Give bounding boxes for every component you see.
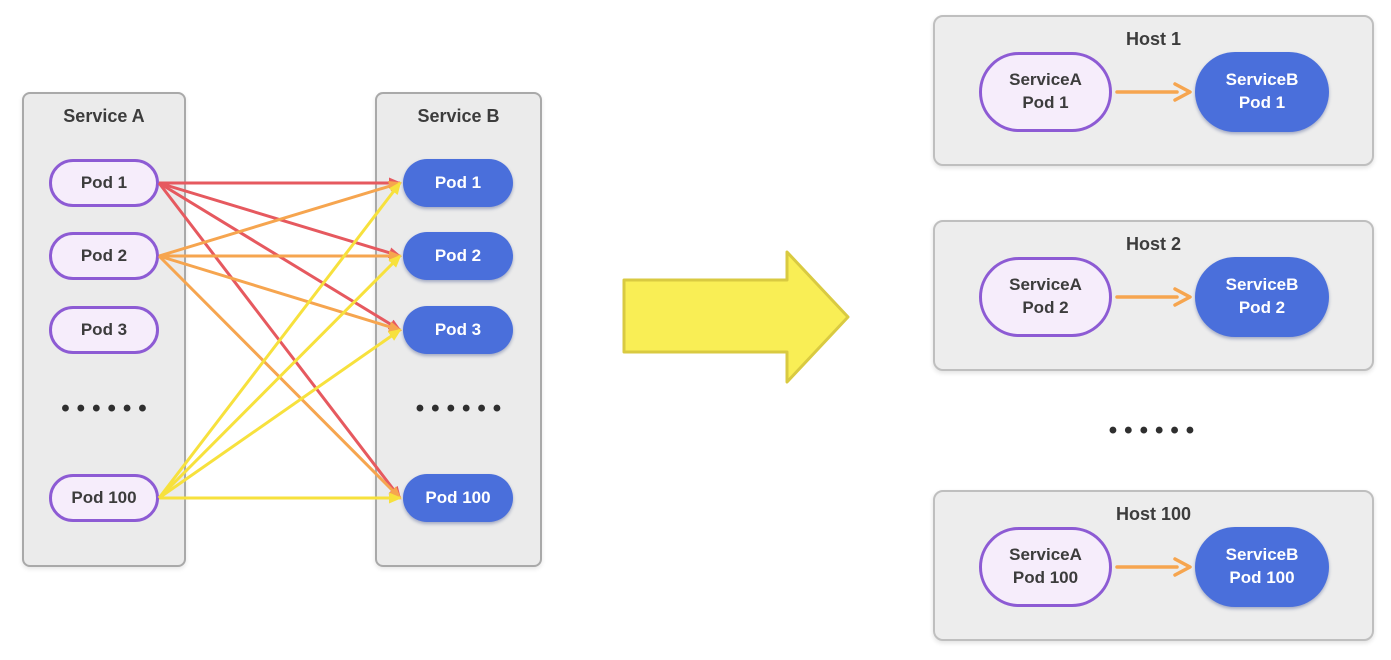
service-a-pod-1: Pod 1	[49, 159, 159, 207]
host-2-link-arrow	[1115, 287, 1192, 307]
connection-line-a-pod-100-to-b-pod-2	[157, 254, 402, 500]
host-2-service-a-pod: ServiceA Pod 2	[979, 257, 1112, 337]
host-1-service-a-pod: ServiceA Pod 1	[979, 52, 1112, 132]
host-1-service-b-name: ServiceB	[1225, 70, 1299, 90]
host-1-service-a-name: ServiceA	[1009, 70, 1082, 90]
host-2-card: Host 2 ServiceA Pod 2 ServiceB Pod 2	[933, 220, 1374, 371]
host-100-service-b-pod-label: Pod 100	[1229, 568, 1295, 587]
service-b-pod-2: Pod 2	[403, 232, 513, 280]
host-1-service-b-pod: ServiceB Pod 1	[1195, 52, 1329, 132]
host-2-service-a-name: ServiceA	[1009, 275, 1082, 295]
host-2-service-a-pod-label: Pod 2	[1022, 298, 1069, 317]
transformation-arrow-shape	[622, 250, 850, 384]
service-b-title: Service B	[417, 106, 500, 126]
hosts-ellipsis-dots: ••••••	[1108, 417, 1202, 444]
connection-line-a-pod-100-to-b-pod-1	[157, 181, 402, 499]
host-100-service-a-name: ServiceA	[1009, 545, 1082, 565]
host-1-title: Host 1	[1125, 29, 1181, 49]
service-a-pod-100: Pod 100	[49, 474, 159, 522]
service-a-container: Service A Pod 1 Pod 2 Pod 3 •••••• Pod 1…	[22, 92, 186, 567]
connection-line-a-pod-1-to-b-pod-2	[158, 181, 402, 259]
service-a-pod-3: Pod 3	[49, 306, 159, 354]
transformation-arrow	[622, 250, 850, 384]
connection-line-a-pod-100-to-b-pod-3	[158, 328, 402, 500]
host-1-service-b-pod-label: Pod 1	[1238, 93, 1286, 112]
service-a-title: Service A	[63, 106, 145, 126]
connection-line-a-pod-2-to-b-pod-1	[158, 180, 402, 258]
service-b-ellipsis-dots: ••••••	[415, 395, 509, 422]
host-2-service-b-pod-label: Pod 2	[1238, 298, 1286, 317]
host-100-link-arrow	[1115, 557, 1192, 577]
service-b-container: Service B Pod 1 Pod 2 Pod 3 •••••• Pod 1…	[375, 92, 542, 567]
service-b-pod-1: Pod 1	[403, 159, 513, 207]
service-b-pod-3: Pod 3	[403, 306, 513, 354]
connection-line-a-pod-2-to-b-pod-100	[157, 254, 402, 500]
connection-line-a-pod-2-to-b-pod-3	[158, 254, 402, 333]
connection-line-a-pod-1-to-b-pod-100	[157, 182, 402, 500]
host-2-service-b-name: ServiceB	[1225, 275, 1299, 295]
service-a-pod-2: Pod 2	[49, 232, 159, 280]
service-a-ellipsis-dots: ••••••	[61, 395, 154, 422]
host-100-service-b-pod: ServiceB Pod 100	[1195, 527, 1329, 607]
host-100-title: Host 100	[1115, 504, 1192, 524]
host-100-service-a-pod: ServiceA Pod 100	[979, 527, 1112, 607]
host-100-card: Host 100 ServiceA Pod 100 ServiceB Pod 1…	[933, 490, 1374, 641]
host-1-service-a-pod-label: Pod 1	[1022, 93, 1069, 112]
host-100-service-b-name: ServiceB	[1225, 545, 1299, 565]
host-1-link-arrow	[1115, 82, 1192, 102]
host-2-title: Host 2	[1125, 234, 1181, 254]
host-1-card: Host 1 ServiceA Pod 1 ServiceB Pod 1	[933, 15, 1374, 166]
connection-line-a-pod-1-to-b-pod-3	[158, 181, 402, 332]
host-2-service-b-pod: ServiceB Pod 2	[1195, 257, 1329, 337]
host-100-service-a-pod-label: Pod 100	[1012, 568, 1079, 587]
service-b-pod-100: Pod 100	[403, 474, 513, 522]
